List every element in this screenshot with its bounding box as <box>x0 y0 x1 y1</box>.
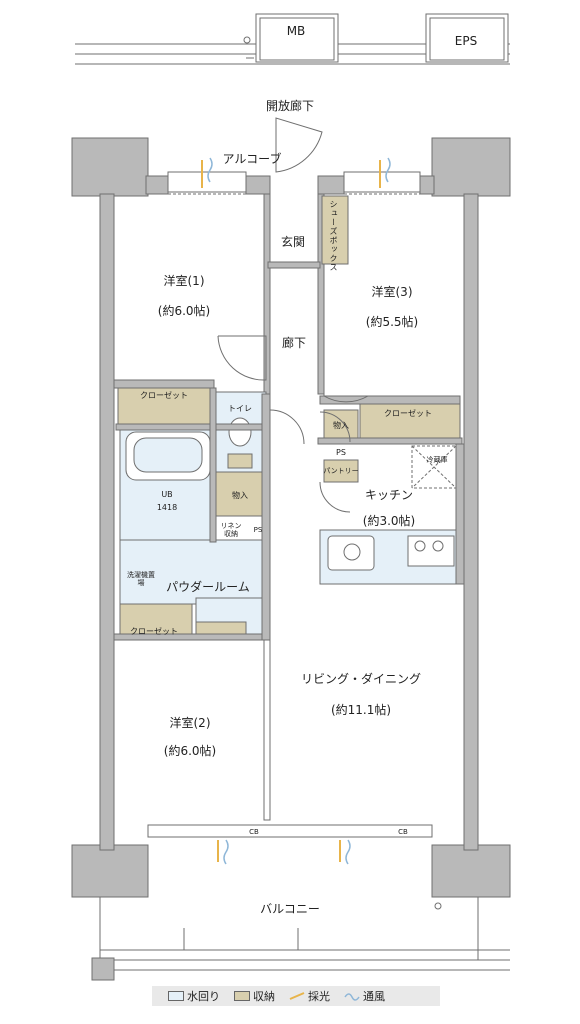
daylight-markers <box>201 160 381 862</box>
legend-water-label: 水回り <box>187 990 220 1003</box>
bedroom1-name: 洋室(1) <box>163 274 205 288</box>
fridge-space <box>411 445 457 489</box>
legend-item-daylight: 採光 <box>289 988 330 1004</box>
ventilation-icon <box>344 993 360 1001</box>
legend-ventilation-label: 通風 <box>363 990 385 1003</box>
ventilation-markers <box>207 157 391 865</box>
storage1-label: 物入 <box>333 421 349 430</box>
balcony-label: バルコニー <box>260 902 320 916</box>
eps-label: EPS <box>454 34 478 48</box>
alcove-label: アルコーブ <box>222 152 282 166</box>
ps1-label: PS <box>336 448 346 457</box>
living-name: リビング・ダイニング <box>300 672 422 686</box>
storage-areas <box>117 195 461 637</box>
closet3-label: クローゼット <box>384 409 432 418</box>
closet2-label: クローゼット <box>130 627 178 636</box>
bedroom1-size: (約6.0帖) <box>157 304 211 318</box>
bedroom2-size: (約6.0帖) <box>163 744 217 758</box>
kitchen-size: (約3.0帖) <box>362 514 416 528</box>
shoe-box-label: シューズボックス <box>329 200 338 272</box>
open-corridor-label: 開放廊下 <box>265 99 315 113</box>
bedroom3-size: (約5.5帖) <box>365 315 419 329</box>
kitchen-name: キッチン <box>364 488 414 502</box>
fridge-label: 冷蔵庫 <box>426 456 448 464</box>
legend: 水回り 収納 採光 通風 <box>152 986 440 1006</box>
walls <box>71 137 511 898</box>
living-size: (約11.1帖) <box>330 703 392 717</box>
toilet-label: トイレ <box>228 404 252 413</box>
storage-swatch <box>234 991 250 1001</box>
legend-item-ventilation: 通風 <box>344 988 385 1004</box>
pantry-label: パントリー <box>323 467 359 475</box>
ub-size: 1418 <box>156 503 178 512</box>
bedroom3-name: 洋室(3) <box>371 285 413 299</box>
legend-item-storage: 収納 <box>234 988 275 1004</box>
exterior-top <box>75 13 510 65</box>
door-swings <box>168 117 420 513</box>
ub-label: UB <box>161 490 173 499</box>
balcony <box>91 897 510 981</box>
water-area-swatch <box>168 991 184 1001</box>
legend-item-water: 水回り <box>168 988 220 1004</box>
legend-storage-label: 収納 <box>253 990 275 1003</box>
entrance-label: 玄関 <box>280 235 306 249</box>
closet1-label: クローゼット <box>140 391 188 400</box>
bedroom2-name: 洋室(2) <box>169 716 211 730</box>
ps2-label: PS <box>253 526 263 534</box>
storage2-label: 物入 <box>232 491 248 500</box>
hallway-label: 廊下 <box>281 336 307 350</box>
interior-walls <box>113 379 465 821</box>
legend-daylight-label: 採光 <box>308 990 330 1003</box>
daylight-icon <box>289 992 305 1000</box>
cb1-label: CB <box>249 828 259 836</box>
cb2-label: CB <box>398 828 408 836</box>
linen-label: リネン収納 <box>220 522 242 538</box>
washer-label: 洗濯機置場 <box>127 571 155 587</box>
mb-label: MB <box>286 24 306 38</box>
powder-room-label: パウダールーム <box>166 580 250 594</box>
